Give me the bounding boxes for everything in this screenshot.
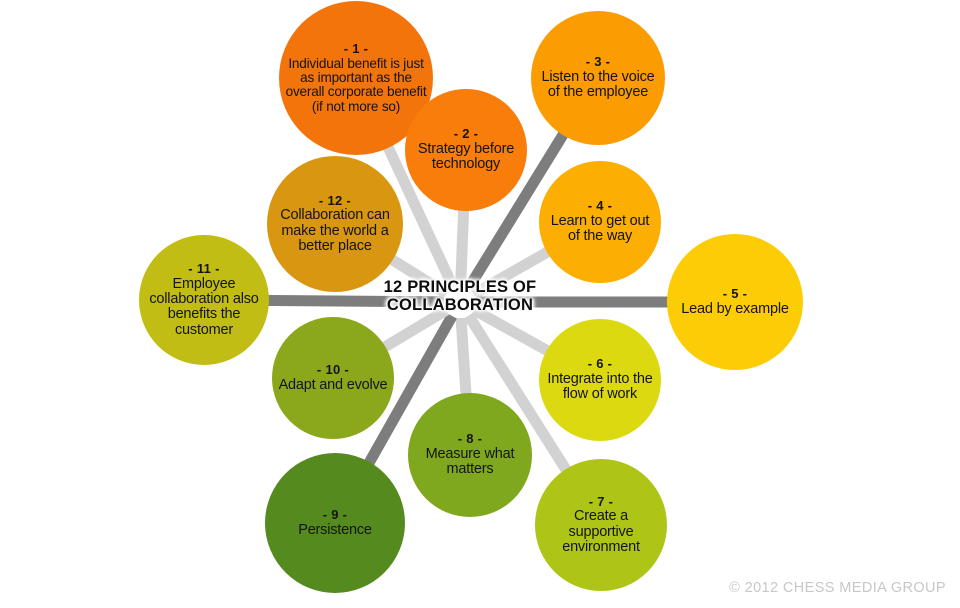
spoke-line-4 bbox=[471, 242, 560, 299]
principle-number-3: - 3 - bbox=[585, 54, 611, 70]
principle-text-9: Persistence bbox=[298, 521, 372, 538]
principle-number-2: - 2 - bbox=[453, 126, 479, 142]
principle-circle-12[interactable]: - 12 -Collaboration can make the world a… bbox=[267, 156, 403, 292]
principle-number-11: - 11 - bbox=[188, 260, 220, 276]
principle-circle-6[interactable]: - 6 -Integrate into the flow of work bbox=[539, 319, 661, 441]
principle-number-9: - 9 - bbox=[322, 506, 348, 522]
spoke-line-12 bbox=[379, 248, 450, 299]
principle-circle-10[interactable]: - 10 -Adapt and evolve bbox=[272, 317, 394, 439]
principle-text-8: Measure what matters bbox=[425, 446, 515, 478]
principle-circle-5[interactable]: - 5 -Lead by example bbox=[667, 234, 803, 370]
principle-text-5: Lead by example bbox=[681, 300, 789, 317]
center-title-line1: 12 PRINCIPLES OF bbox=[383, 278, 537, 296]
spoke-line-6 bbox=[471, 304, 559, 361]
principle-number-1: - 1 - bbox=[343, 40, 369, 56]
principle-circle-11[interactable]: - 11 -Employee collaboration also benefi… bbox=[139, 235, 269, 365]
principle-text-12: Collaboration can make the world a bette… bbox=[280, 207, 390, 255]
principle-text-2: Strategy before technology bbox=[417, 141, 515, 173]
spoke-line-11 bbox=[257, 294, 445, 308]
principle-text-7: Create a supportive environment bbox=[562, 508, 640, 556]
copyright-notice: © 2012 CHESS MEDIA GROUP bbox=[729, 580, 946, 596]
spoke-line-3 bbox=[463, 121, 574, 292]
principle-number-10: - 10 - bbox=[316, 361, 350, 377]
principle-circle-9[interactable]: - 9 -Persistence bbox=[265, 453, 405, 593]
spoke-line-8 bbox=[455, 317, 473, 405]
spoke-line-7 bbox=[463, 312, 577, 483]
principle-circle-8[interactable]: - 8 -Measure what matters bbox=[408, 393, 532, 517]
center-title: 12 PRINCIPLES OF COLLABORATION bbox=[352, 278, 568, 315]
principle-number-6: - 6 - bbox=[587, 356, 613, 372]
principle-text-1: Individual benefit is just as important … bbox=[285, 55, 427, 114]
principle-circle-3[interactable]: - 3 -Listen to the voice of the employee bbox=[531, 11, 665, 145]
principle-text-6: Integrate into the flow of work bbox=[547, 371, 653, 403]
spoke-line-2 bbox=[455, 199, 470, 287]
principle-number-8: - 8 - bbox=[457, 431, 483, 447]
principle-circle-4[interactable]: - 4 -Learn to get out of the way bbox=[539, 161, 661, 283]
principle-text-11: Employee collaboration also benefits the… bbox=[149, 275, 259, 338]
principle-number-12: - 12 - bbox=[318, 192, 352, 208]
principle-number-5: - 5 - bbox=[722, 285, 748, 301]
spoke-line-10 bbox=[373, 305, 450, 358]
center-title-line2: COLLABORATION bbox=[386, 296, 534, 315]
spoke-line-1 bbox=[377, 132, 459, 290]
principle-circle-7[interactable]: - 7 -Create a supportive environment bbox=[535, 459, 667, 591]
principle-number-4: - 4 - bbox=[587, 198, 613, 214]
principle-circle-2[interactable]: - 2 -Strategy before technology bbox=[405, 89, 527, 211]
principle-text-3: Listen to the voice of the employee bbox=[541, 69, 655, 101]
principle-text-4: Learn to get out of the way bbox=[550, 213, 650, 245]
spoke-line-9 bbox=[358, 313, 457, 476]
principle-text-10: Adapt and evolve bbox=[278, 376, 388, 393]
principle-number-7: - 7 - bbox=[588, 493, 614, 509]
